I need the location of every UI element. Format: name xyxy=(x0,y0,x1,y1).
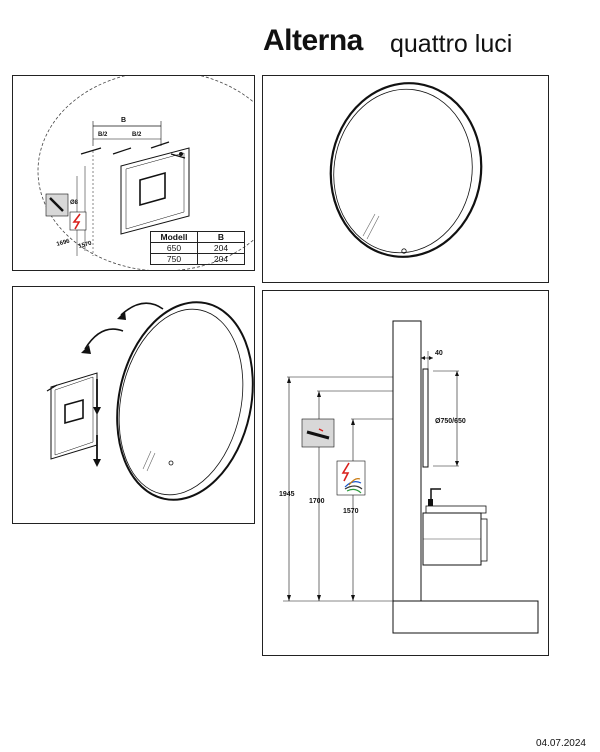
table-cell: 750 xyxy=(150,253,198,265)
side-elevation-drawing: 40 Ø750/650 1945 1700 1570 xyxy=(279,320,539,634)
document-date: 04.07.2024 xyxy=(535,738,586,749)
table-header-row: Modell B xyxy=(150,231,245,243)
dim-height-1696: 1696 xyxy=(56,239,71,248)
dim-height-1570: 1570 xyxy=(78,241,93,250)
dim-b-half-1: B/2 xyxy=(98,132,108,138)
panel-side-elevation: 40 Ø750/650 1945 1700 1570 xyxy=(262,290,549,656)
mounting-detail-drawing: B B/2 B/2 Ø8 1696 1570 xyxy=(37,76,254,270)
dim-height-1700: 1700 xyxy=(309,498,325,505)
table-cell: 650 xyxy=(150,242,198,254)
installation-drawing xyxy=(46,301,254,501)
table-cell: 204 xyxy=(197,242,245,254)
table-cell: 204 xyxy=(197,253,245,265)
dim-depth: 40 xyxy=(435,350,443,357)
dim-b-half-2: B/2 xyxy=(132,132,142,138)
panel-installation-steps xyxy=(12,286,255,524)
product-title: quattro luci xyxy=(390,30,513,58)
panel-mounting-detail: B B/2 B/2 Ø8 1696 1570 Modell xyxy=(12,75,255,271)
mirror-front-drawing xyxy=(329,82,483,258)
dim-diameter: Ø750/650 xyxy=(435,418,466,425)
panel-mirror-front-view xyxy=(262,75,549,283)
electric-warning-icon xyxy=(69,211,87,231)
dim-height-1945: 1945 xyxy=(279,491,295,498)
table-row: 750 204 xyxy=(150,253,245,265)
table-header-cell: B xyxy=(197,231,245,243)
dim-b: B xyxy=(121,117,126,124)
table-header-cell: Modell xyxy=(150,231,198,243)
table-row: 650 204 xyxy=(150,242,245,254)
dim-height-1570: 1570 xyxy=(343,508,359,515)
touch-sensor-icon xyxy=(401,248,407,254)
drill-size-label: Ø8 xyxy=(70,200,79,206)
brand-logo: Alterna xyxy=(263,24,363,57)
model-dimension-table: Modell B 650 204 750 204 xyxy=(150,231,245,265)
